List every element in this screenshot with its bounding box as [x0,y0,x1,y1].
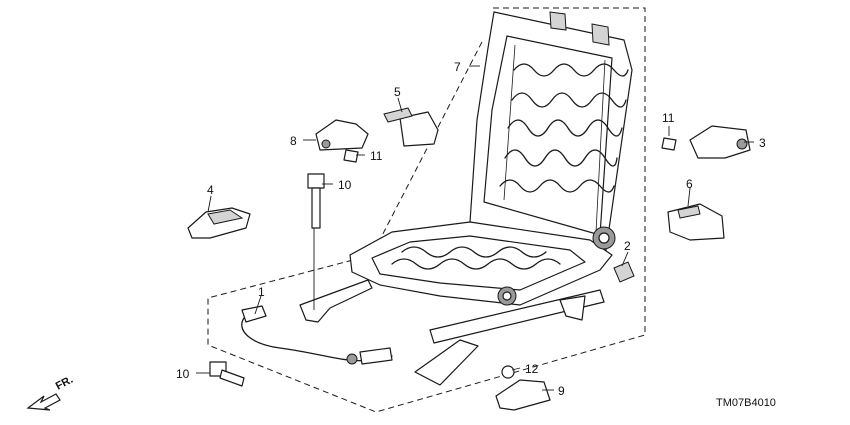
callout-10-upper: 10 [338,178,352,192]
seat-rail-left [299,279,373,323]
callout-12: 12 [525,362,539,376]
part-12-clip [501,365,515,379]
part-2-clip [613,261,635,283]
seat-cushion-frame [349,221,616,386]
callout-7: 7 [454,60,461,74]
callout-10-lower: 10 [176,367,190,381]
front-label: FR. [54,374,75,393]
callout-4: 4 [207,183,214,197]
part-5-cover [383,107,439,147]
callout-8: 8 [290,134,297,148]
callout-11-right: 11 [662,111,675,125]
callout-9: 9 [558,384,565,398]
callout-6: 6 [686,177,693,191]
seat-back-frame [469,11,633,263]
diagram-code: TM07B4010 [716,397,776,409]
callout-11-upper: 11 [370,149,383,163]
leader-lines [196,65,754,391]
callout-2: 2 [624,239,631,253]
part-11-screw-upper [343,149,359,163]
part-9-bracket [495,379,551,411]
front-arrow-icon [26,393,61,411]
callout-3: 3 [759,136,766,150]
callout-1: 1 [258,285,265,299]
part-10-bolt-upper [307,173,325,229]
part-10-bolt-lower [209,361,245,387]
part-6-cover [667,203,725,241]
part-4-side-trim [187,207,251,239]
part-1-cable [241,305,393,365]
callout-5: 5 [394,85,401,99]
front-direction-indicator: FR. [26,374,75,411]
part-8-cover [315,119,369,151]
part-3-hinge-cover [689,125,751,159]
part-11-screw-right [661,137,677,151]
